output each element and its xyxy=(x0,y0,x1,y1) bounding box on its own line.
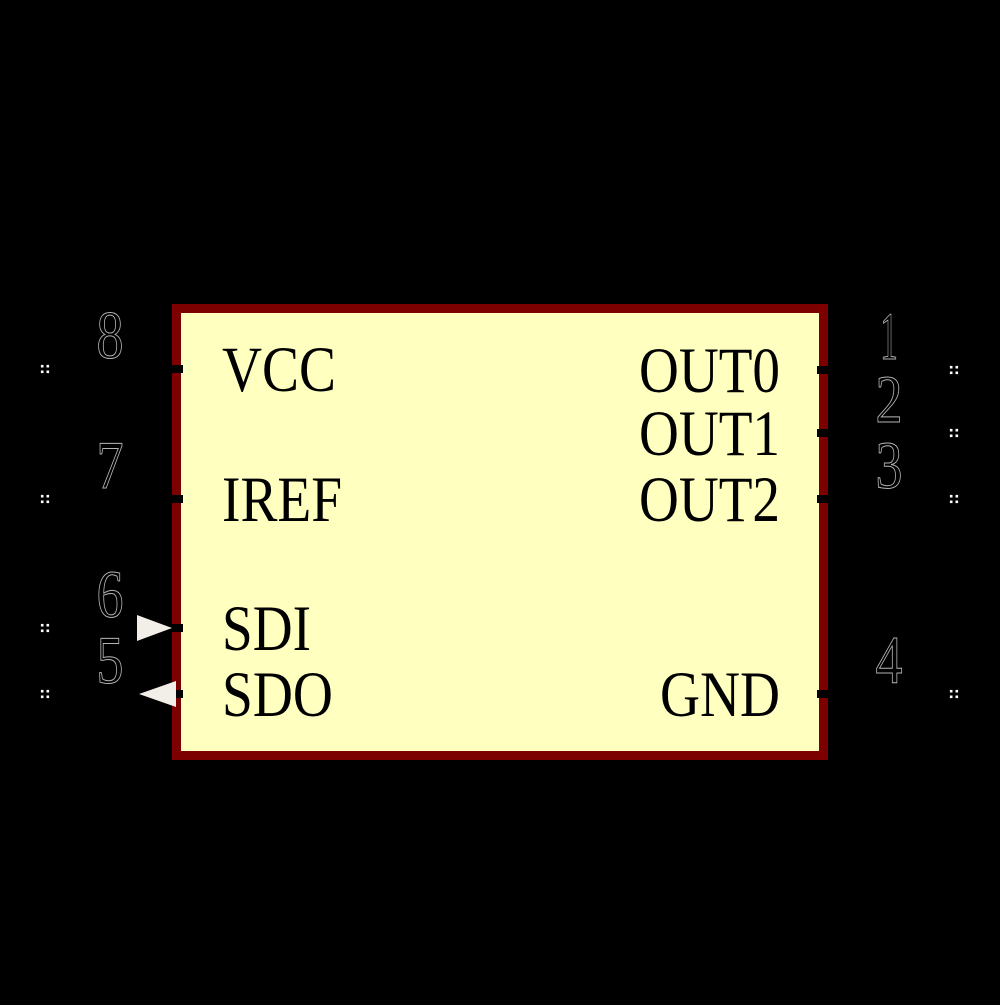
pin-7-wire-stub xyxy=(167,495,183,503)
pin-7-endpoint-marker xyxy=(40,494,44,498)
pin-8-endpoint-marker xyxy=(46,364,50,368)
pin-2-endpoint-marker xyxy=(955,434,959,438)
pin-7-label: IREF xyxy=(222,464,342,536)
pin-6[interactable]: 6 SDI xyxy=(40,556,311,665)
pin-1-endpoint-marker xyxy=(955,371,959,375)
pin-2-wire-stub xyxy=(817,429,833,437)
pin-3-endpoint-marker xyxy=(949,494,953,498)
pin-5-endpoint-marker xyxy=(46,695,50,699)
pin-4-number: 4 xyxy=(876,622,903,698)
pin-7-number: 7 xyxy=(97,427,124,503)
pin-3[interactable]: 3 OUT2 xyxy=(639,427,959,536)
pin-5-endpoint-marker xyxy=(40,695,44,699)
pin-6-endpoint-marker xyxy=(40,629,44,633)
pin-8[interactable]: 8 VCC xyxy=(40,297,336,406)
pin-1-endpoint-marker xyxy=(949,365,953,369)
pin-5-endpoint-marker xyxy=(40,689,44,693)
pin-7-endpoint-marker xyxy=(46,494,50,498)
pin-6-endpoint-marker xyxy=(46,623,50,627)
pin-6-label: SDI xyxy=(222,593,311,665)
pin-2[interactable]: 2 OUT1 xyxy=(639,361,959,470)
pin-2-endpoint-marker xyxy=(955,428,959,432)
pin-8-label: VCC xyxy=(222,334,336,406)
pin-4-endpoint-marker xyxy=(949,695,953,699)
pin-8-endpoint-marker xyxy=(40,364,44,368)
pin-5-number: 5 xyxy=(97,622,124,698)
pin-5-endpoint-marker xyxy=(46,689,50,693)
pin-4-endpoint-marker xyxy=(955,689,959,693)
pin-4-endpoint-marker xyxy=(955,695,959,699)
pin-4-endpoint-marker xyxy=(949,689,953,693)
pin-1-endpoint-marker xyxy=(949,371,953,375)
pin-2-endpoint-marker xyxy=(949,428,953,432)
pin-5-output-arrow-icon xyxy=(139,681,176,707)
pin-8-endpoint-marker xyxy=(40,370,44,374)
pin-7[interactable]: 7 IREF xyxy=(40,427,342,536)
pin-4[interactable]: 4 GND xyxy=(660,622,959,731)
pin-1-label: OUT0 xyxy=(639,335,780,407)
pin-1-number: 1 xyxy=(880,298,898,374)
pin-8-wire-stub xyxy=(167,365,183,373)
pin-4-wire-stub xyxy=(817,690,833,698)
pin-4-label: GND xyxy=(660,659,780,731)
pin-3-number: 3 xyxy=(876,427,903,503)
pin-2-number: 2 xyxy=(876,361,903,437)
pin-8-endpoint-marker xyxy=(46,370,50,374)
pin-3-endpoint-marker xyxy=(955,500,959,504)
pin-5-label: SDO xyxy=(222,659,333,731)
pin-2-endpoint-marker xyxy=(949,434,953,438)
pin-6-endpoint-marker xyxy=(46,629,50,633)
pin-7-endpoint-marker xyxy=(40,500,44,504)
pin-6-number: 6 xyxy=(97,556,124,632)
pin-1-endpoint-marker xyxy=(955,365,959,369)
pin-2-label: OUT1 xyxy=(639,398,780,470)
pin-1-wire-stub xyxy=(817,366,833,374)
pin-5[interactable]: 5 SDO xyxy=(40,622,333,731)
symbol-body[interactable] xyxy=(172,304,828,760)
pin-7-endpoint-marker xyxy=(46,500,50,504)
pin-3-label: OUT2 xyxy=(639,464,780,536)
pin-6-wire-stub xyxy=(167,624,183,632)
pin-3-endpoint-marker xyxy=(955,494,959,498)
pin-8-number: 8 xyxy=(97,297,124,373)
pin-3-endpoint-marker xyxy=(949,500,953,504)
pin-6-endpoint-marker xyxy=(40,623,44,627)
pin-1[interactable]: 1 OUT0 xyxy=(639,298,959,407)
pin-6-input-arrow-icon xyxy=(137,615,172,641)
pin-3-wire-stub xyxy=(817,495,833,503)
